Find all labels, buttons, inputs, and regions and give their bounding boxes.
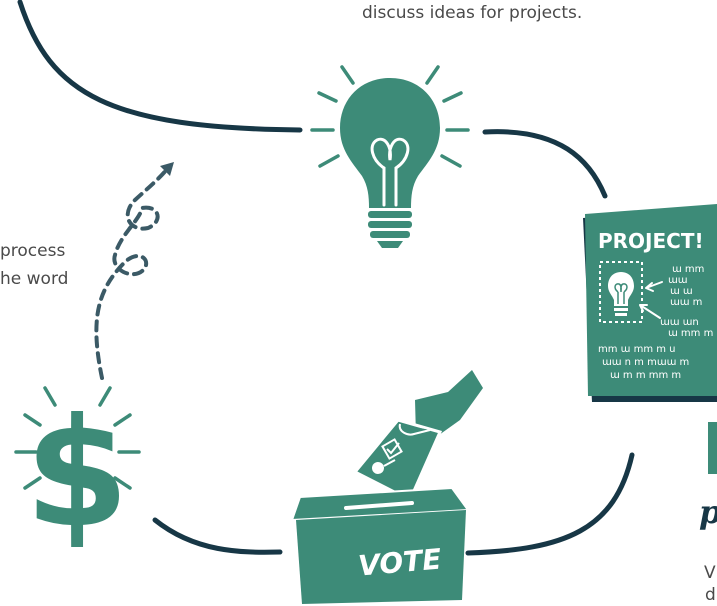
lightbulb-icon (310, 65, 470, 248)
poster-scribble-line: ɯ mm (672, 264, 704, 275)
right-body-line-1: V (704, 563, 716, 583)
right-heading-bar (708, 422, 717, 474)
connector-top-left (17, 0, 303, 133)
poster-scribble-line: mm ɯ mm m u (598, 344, 676, 355)
poster-scribble-line: ɯɯ m (670, 297, 702, 308)
ballot-box-icon: VOTE (290, 370, 483, 604)
poster-mini-bulb-icon (608, 272, 634, 316)
svg-text:$: $ (25, 387, 129, 561)
connector-top-right (482, 129, 608, 199)
ballot-box-label: VOTE (357, 542, 443, 582)
poster-scribble-line: ɯ ɯ (670, 286, 693, 297)
poster-scribble-line: ɯ m m mm m (610, 370, 681, 381)
poster-scribble-line: ɯɯ (668, 275, 687, 286)
poster-scribble-line: ɯ mm m (668, 328, 713, 339)
left-caption-line-1: process (0, 241, 66, 261)
poster-scribble-line: ɯɯ ɯn (660, 317, 699, 328)
poster-scribble-line: ɯɯ n m mɯɯ m (602, 357, 689, 368)
connector-right-bottom (465, 452, 635, 556)
connector-bottom-left (152, 517, 283, 555)
left-caption-line-2: he word (0, 269, 69, 289)
project-poster-icon: PROJECT! ɯ mm ɯɯ ɯ ɯ ɯɯ m ɯɯ ɯn ɯ mm m m… (583, 204, 717, 402)
top-caption: discuss ideas for projects. (362, 3, 583, 23)
project-poster-title: PROJECT! (598, 229, 704, 253)
dashed-arrow-head (160, 162, 174, 176)
dollar-sign-icon: $ (14, 386, 141, 561)
cycle-connectors (17, 0, 635, 556)
right-body-line-2: d (705, 585, 716, 605)
dashed-arrow-icon (94, 166, 170, 380)
right-heading-fragment: p (699, 493, 717, 531)
hand-fingers (398, 423, 431, 436)
